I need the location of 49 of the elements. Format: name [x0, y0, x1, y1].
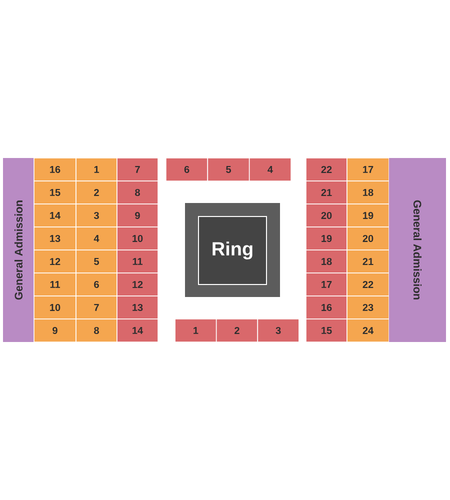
seat-section: 18 [346, 180, 390, 204]
seat-section: 17 [346, 158, 390, 182]
seat-section: 19 [306, 226, 348, 250]
seat-section: 16 [34, 158, 76, 182]
seat-section: 21 [346, 250, 390, 274]
seat-section: 24 [346, 318, 390, 342]
seat-section: 20 [306, 204, 348, 228]
seat-section: 2 [216, 318, 258, 342]
ring: Ring [198, 216, 267, 285]
general-admission-area: General Admission [389, 158, 446, 342]
seat-section: 13 [116, 296, 158, 320]
seat-section: 9 [34, 318, 76, 342]
seat-section: 4 [248, 158, 292, 182]
seat-section: 4 [76, 226, 118, 250]
seat-section: 6 [76, 272, 118, 296]
seat-section: 10 [116, 226, 158, 250]
seat-section: 12 [34, 250, 76, 274]
seat-section: 18 [306, 250, 348, 274]
seat-section: 21 [306, 180, 348, 204]
seat-section: 15 [306, 318, 348, 342]
seat-section: 7 [116, 158, 158, 182]
seat-section: 14 [116, 318, 158, 342]
seat-section: 14 [34, 204, 76, 228]
seat-section: 22 [346, 272, 390, 296]
seat-section: 2 [76, 180, 118, 204]
seat-section: 1 [174, 318, 217, 342]
seat-section: 8 [76, 318, 118, 342]
seat-section: 7 [76, 296, 118, 320]
seat-section: 17 [306, 272, 348, 296]
seat-section: 12 [116, 272, 158, 296]
seat-section: 5 [76, 250, 118, 274]
seat-section: 8 [116, 180, 158, 204]
seat-section: 3 [76, 204, 118, 228]
seat-section: 9 [116, 204, 158, 228]
seat-section: 6 [166, 158, 208, 182]
seat-section: 16 [306, 296, 348, 320]
seat-section: 11 [116, 250, 158, 274]
seat-section: 20 [346, 226, 390, 250]
seat-section: 11 [34, 272, 76, 296]
seat-section: 10 [34, 296, 76, 320]
seat-section: 5 [207, 158, 250, 182]
seat-section: 13 [34, 226, 76, 250]
seat-section: 19 [346, 204, 390, 228]
seat-section: 22 [306, 158, 348, 182]
seat-section: 23 [346, 296, 390, 320]
general-admission-area: General Admission [3, 158, 34, 342]
seat-section: 1 [76, 158, 118, 182]
seat-section: 15 [34, 180, 76, 204]
seat-section: 3 [257, 318, 300, 342]
